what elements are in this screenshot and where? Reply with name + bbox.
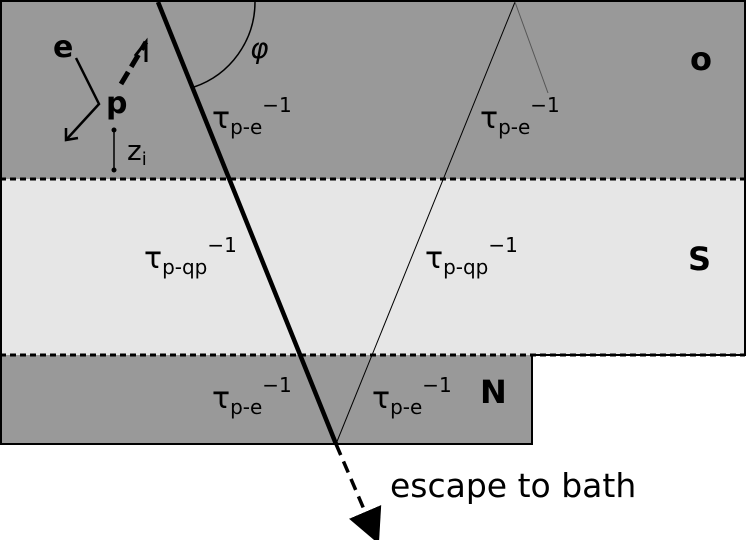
phonon-arrow-head: [133, 37, 148, 62]
rate-label-sc-left: τp-qp−1: [144, 233, 237, 279]
depth-label: zi: [127, 134, 147, 170]
phonon-label: p: [106, 86, 127, 121]
electron-path: [65, 57, 101, 141]
angle-arc: [193, 1, 256, 88]
escape-arrow: [334, 443, 382, 540]
normal-metal-layer: [0, 355, 532, 444]
depth-dot-top: [111, 127, 117, 133]
layer-label-o: o: [690, 40, 712, 78]
rate-label-sc-right: τp-qp−1: [425, 233, 518, 279]
phonon-path-reflected: [335, 1, 516, 445]
rate-label-n-left: τp-e−1: [212, 373, 292, 419]
phonon-path-down: [155, 1, 339, 445]
angle-label: φ: [250, 32, 269, 65]
rate-label-oxide-right: τp-e−1: [480, 93, 560, 139]
depth-dot-bottom: [111, 167, 117, 173]
oxide-layer: [0, 0, 745, 179]
electron-arrow-head: [64, 128, 79, 142]
faint-path-segment: [514, 1, 549, 94]
superconductor-layer: [0, 179, 745, 355]
layer-label-s: S: [688, 240, 711, 278]
rate-label-n-right: τp-e−1: [372, 373, 452, 419]
electron-label: e: [53, 30, 73, 65]
rate-label-oxide-left: τp-e−1: [212, 93, 292, 139]
layer-label-n: N: [480, 373, 507, 411]
escape-label: escape to bath: [390, 466, 636, 505]
